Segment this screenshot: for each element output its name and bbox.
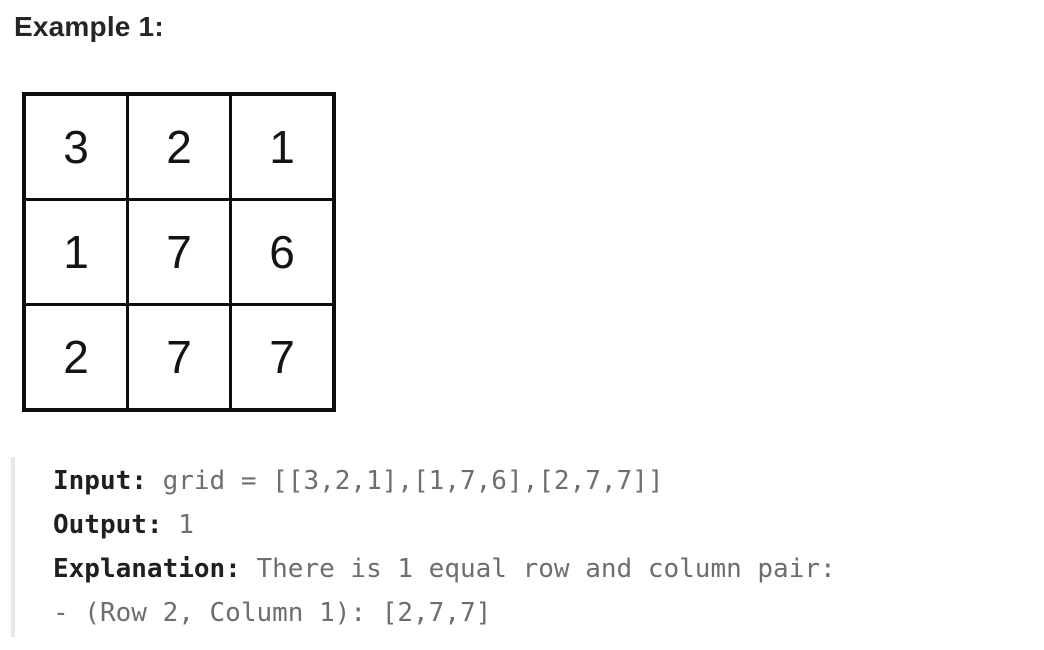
grid-cell: 7	[229, 303, 336, 412]
input-value: grid = [[3,2,1],[1,7,6],[2,7,7]]	[162, 466, 664, 496]
code-line-explanation: Explanation: There is 1 equal row and co…	[53, 547, 836, 591]
example-heading: Example 1:	[14, 11, 164, 42]
grid-cell: 7	[126, 303, 232, 412]
grid-cell: 2	[22, 303, 129, 412]
code-line-explanation-detail: - (Row 2, Column 1): [2,7,7]	[53, 591, 836, 635]
example-code-block: Input: grid = [[3,2,1],[1,7,6],[2,7,7]]O…	[11, 457, 836, 637]
grid-cell: 1	[229, 92, 336, 201]
grid-cell: 6	[229, 198, 336, 306]
output-value: 1	[178, 510, 194, 540]
explanation-value: There is 1 equal row and column pair:	[256, 554, 836, 584]
grid-figure: 3 2 1 1 7 6 2 7 7	[22, 92, 336, 412]
grid-row: 2 7 7	[22, 303, 336, 412]
grid-cell: 7	[126, 198, 232, 306]
grid-cell: 3	[22, 92, 129, 201]
detail-value: - (Row 2, Column 1): [2,7,7]	[53, 598, 492, 628]
grid-cell: 1	[22, 198, 129, 306]
grid-cell: 2	[126, 92, 232, 201]
code-line-output: Output: 1	[53, 503, 836, 547]
grid-row: 3 2 1	[22, 92, 336, 201]
grid-row: 1 7 6	[22, 198, 336, 306]
code-line-input: Input: grid = [[3,2,1],[1,7,6],[2,7,7]]	[53, 459, 836, 503]
explanation-label: Explanation:	[53, 554, 257, 584]
input-label: Input:	[53, 466, 163, 496]
output-label: Output:	[53, 510, 179, 540]
